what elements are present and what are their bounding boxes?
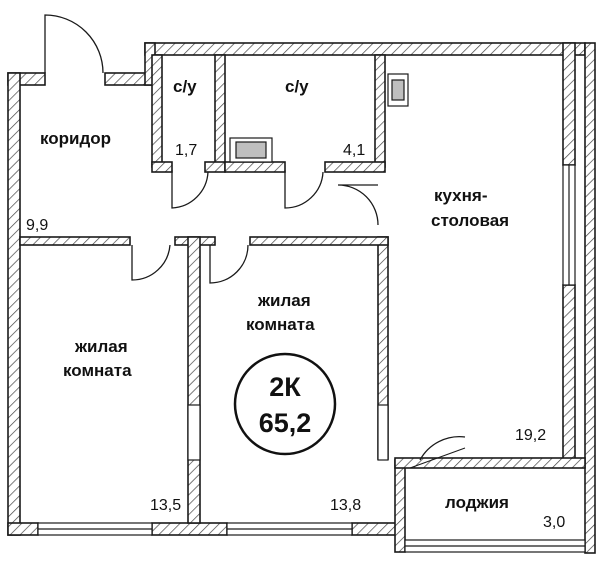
door-room-center (209, 244, 249, 284)
door-entrance (44, 14, 104, 74)
corridor-area: 9,9 (26, 217, 48, 234)
wall-loggia-top (394, 457, 586, 469)
fixtures (229, 73, 409, 163)
wall-right-lower (562, 284, 576, 466)
walls (7, 42, 596, 554)
wall-right-upper (562, 42, 576, 166)
stove-fixture (387, 73, 409, 107)
wall-corridor-bottom-l (19, 236, 131, 246)
sink-fixture (229, 137, 273, 163)
corridor-name: коридор (40, 129, 111, 148)
loggia-name: лоджия (445, 493, 509, 512)
bath1-area: 1,7 (175, 142, 197, 159)
room-left-name-line2: комната (63, 361, 132, 380)
window-center-left-pier (187, 404, 201, 461)
bath2-name: с/у (285, 77, 309, 96)
apartment-badge-circle (233, 352, 337, 456)
room-center-name-line1: жилая (257, 291, 311, 310)
door-bath1 (171, 170, 209, 209)
wall-bath1-left (151, 54, 163, 168)
kitchen-name-line1: кухня- (434, 186, 487, 205)
wall-left (7, 72, 21, 536)
door-bath2 (284, 170, 324, 209)
wall-bath1-right (214, 54, 226, 168)
wall-loggia-left (394, 459, 406, 553)
wall-bath2-bottom-l (224, 161, 286, 173)
loggia-area: 3,0 (543, 514, 565, 531)
room-center-name-line2: комната (246, 315, 315, 334)
wall-right-loggia (584, 42, 596, 554)
wall-bath2-bottom-r (324, 161, 386, 173)
room-left-name-line1: жилая (74, 337, 128, 356)
wall-rooms-divider (187, 236, 201, 524)
doors (44, 14, 466, 469)
door-loggia (419, 436, 466, 461)
kitchen-name-line2: столовая (431, 211, 509, 230)
wall-bottom-right (351, 522, 398, 536)
window-center-right-pier (377, 404, 389, 461)
wall-bottom-mid (151, 522, 228, 536)
windows (37, 164, 586, 553)
kitchen-area: 19,2 (515, 427, 546, 444)
apartment-total-area: 65,2 (259, 408, 312, 438)
wall-bath1-bottom-r (204, 161, 226, 173)
door-kitchen (337, 184, 379, 226)
bath2-area: 4,1 (343, 142, 365, 159)
room-left-area: 13,5 (150, 497, 181, 514)
wall-bath1-bottom (151, 161, 173, 173)
door-room-left (131, 244, 171, 281)
wall-bath2-right (374, 54, 386, 168)
apartment-type: 2К (269, 372, 301, 402)
wall-center-top (249, 236, 389, 246)
wall-top-right (144, 42, 586, 56)
wall-bottom-left (7, 522, 39, 536)
bath1-name: с/у (173, 77, 197, 96)
room-center-area: 13,8 (330, 497, 361, 514)
